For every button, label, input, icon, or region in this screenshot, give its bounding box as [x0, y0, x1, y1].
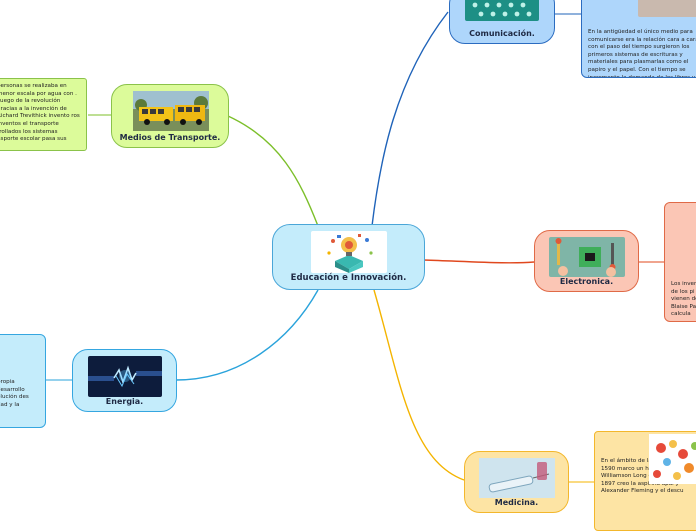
branch-medicina-label: Medicina. [494, 498, 539, 507]
connector-comunicacion [371, 11, 449, 227]
paper-image [638, 0, 696, 17]
central-topic[interactable]: Educación e Innovación. [272, 224, 425, 290]
note-electronica: Los inven de los pi vienen de Blaise Pa … [664, 202, 696, 322]
lightbulb-book-icon [311, 231, 387, 273]
branch-transporte[interactable]: Medios de Transporte. [111, 84, 229, 148]
note-transporte: personas se realizaba en menor escala po… [0, 78, 87, 151]
central-topic-label: Educación e Innovación. [290, 273, 407, 283]
circuit-board-icon [549, 237, 625, 277]
pills-image [649, 434, 696, 484]
note-electronica-text: Los inven de los pi vienen de Blaise Pa … [671, 281, 696, 318]
school-bus-icon [133, 91, 209, 131]
branch-electronica[interactable]: Electronica. [534, 230, 639, 292]
circuit-people-icon [465, 0, 539, 21]
branch-comunicacion-label: Comunicación. [469, 29, 535, 38]
branch-transporte-label: Medios de Transporte. [119, 133, 221, 142]
branch-comunicacion[interactable]: Comunicación. [449, 0, 555, 44]
connector-layer [46, 11, 664, 483]
note-comunicacion: En la antigüedad el único medio para com… [581, 0, 696, 78]
connector-transporte [227, 115, 319, 227]
connector-medicina [373, 289, 465, 481]
branch-electronica-label: Electronica. [559, 277, 614, 286]
note-comunicacion-text: En la antigüedad el único medio para com… [588, 29, 696, 78]
branch-medicina[interactable]: Medicina. [464, 451, 569, 513]
syringe-icon [479, 458, 555, 498]
note-energia-text: propia desarrollo olución des dad y la [0, 379, 29, 408]
branch-energia[interactable]: Energia. [72, 349, 177, 412]
note-transporte-text: personas se realizaba en menor escala po… [0, 83, 80, 143]
connector-energia [175, 289, 319, 381]
connector-electronica [423, 259, 535, 264]
note-medicina-text: En el ámbito de la medicina la a en 1590… [601, 458, 696, 495]
note-energia: propia desarrollo olución des dad y la [0, 334, 46, 428]
electric-spark-icon [88, 356, 162, 397]
branch-energia-label: Energia. [105, 397, 144, 406]
note-medicina: En el ámbito de la medicina la a en 1590… [594, 431, 696, 531]
